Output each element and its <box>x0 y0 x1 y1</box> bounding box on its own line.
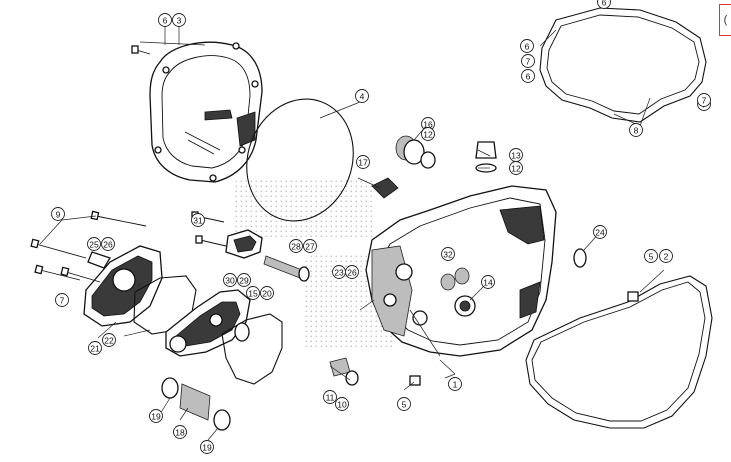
callout-c6b: 6 <box>597 0 611 9</box>
callout-c23: 23 <box>332 265 346 279</box>
callout-c7c: 7 <box>55 293 69 307</box>
callout-label: 12 <box>423 130 433 140</box>
callout-c3: 3 <box>172 13 186 27</box>
callout-label: 24 <box>595 228 605 238</box>
callout-label: 7 <box>60 296 65 306</box>
callout-c15: 15 <box>246 286 260 300</box>
thermostat-housing <box>225 229 263 259</box>
callout-c6d: 6 <box>521 69 535 83</box>
callout-c28: 28 <box>289 239 303 253</box>
callout-c8: 8 <box>629 123 643 137</box>
callout-c29: 29 <box>237 273 251 287</box>
callout-label: 16 <box>423 120 433 130</box>
callout-label: 19 <box>151 412 161 422</box>
callout-label: 23 <box>334 268 344 278</box>
water-pump-cover <box>83 245 163 327</box>
cover-o-ring <box>246 98 354 222</box>
callout-label: 8 <box>634 126 639 136</box>
callout-c7d: 7 <box>697 93 711 107</box>
callout-label: 22 <box>104 336 114 346</box>
bolts <box>30 45 227 283</box>
leader-lines <box>39 26 665 441</box>
callout-c19b: 19 <box>200 440 214 454</box>
part-callouts: 6341525667678925267212217161213122431282… <box>51 0 711 454</box>
callout-c27: 27 <box>303 239 317 253</box>
edge-tab[interactable]: ( <box>719 4 731 36</box>
callout-c4: 4 <box>355 89 369 103</box>
callout-label: 14 <box>483 278 493 288</box>
callout-label: 26 <box>103 240 113 250</box>
callout-label: 26 <box>347 268 357 278</box>
callout-label: 5 <box>649 252 654 262</box>
callout-c2: 2 <box>659 249 673 263</box>
valve-cover <box>371 177 399 199</box>
callout-label: 6 <box>163 16 168 26</box>
callout-label: 12 <box>511 164 521 174</box>
callout-label: 3 <box>177 16 182 26</box>
callout-label: 18 <box>175 428 185 438</box>
callout-label: 6 <box>525 42 530 52</box>
callout-label: 20 <box>262 289 272 299</box>
lower-pump-parts <box>161 377 231 431</box>
callout-label: 9 <box>56 210 61 220</box>
callout-c21: 21 <box>88 341 102 355</box>
callout-label: 28 <box>291 242 301 252</box>
callout-c30: 30 <box>223 273 237 287</box>
callout-c6a: 6 <box>158 13 172 27</box>
callout-c18: 18 <box>173 425 187 439</box>
callout-c24: 24 <box>593 225 607 239</box>
housing-gasket <box>221 313 283 385</box>
callout-label: 27 <box>305 242 315 252</box>
callout-label: 2 <box>664 252 669 262</box>
seals-and-bearings <box>234 135 639 386</box>
pump-shaft <box>263 255 310 282</box>
callout-c13: 13 <box>509 148 523 162</box>
callout-c7a: 7 <box>521 54 535 68</box>
callout-label: 15 <box>248 289 258 299</box>
callout-label: 19 <box>202 443 212 453</box>
callout-label: 32 <box>443 250 453 260</box>
callout-c32: 32 <box>441 247 455 261</box>
callout-label: 4 <box>360 92 365 102</box>
callout-c26b: 26 <box>345 265 359 279</box>
water-pump-housing <box>165 289 251 357</box>
callout-label: 1 <box>453 380 458 390</box>
callout-c10: 10 <box>335 397 349 411</box>
callout-c6c: 6 <box>520 39 534 53</box>
callout-c9: 9 <box>51 207 65 221</box>
callout-label: 21 <box>90 344 100 354</box>
inner-gasket <box>539 7 707 123</box>
callout-c19a: 19 <box>149 409 163 423</box>
callout-label: 13 <box>511 151 521 161</box>
callout-c1: 1 <box>448 377 462 391</box>
callout-label: 31 <box>193 216 203 226</box>
callout-label: 29 <box>239 276 249 286</box>
callout-label: 6 <box>526 72 531 82</box>
callout-c11: 11 <box>323 390 337 404</box>
callout-c12a: 12 <box>421 127 435 141</box>
callout-c17: 17 <box>356 155 370 169</box>
callout-c31: 31 <box>191 213 205 227</box>
callout-label: 7 <box>702 96 707 106</box>
callout-c5b: 5 <box>397 397 411 411</box>
sensor <box>329 357 359 386</box>
callout-label: 17 <box>358 158 368 168</box>
callout-c20: 20 <box>260 286 274 300</box>
callout-c26a: 26 <box>101 237 115 251</box>
callout-label: 25 <box>89 240 99 250</box>
outer-gasket <box>525 275 713 429</box>
callout-label: 5 <box>402 400 407 410</box>
callout-label: 7 <box>526 57 531 67</box>
callout-c14: 14 <box>481 275 495 289</box>
clutch-cover <box>149 41 263 183</box>
callout-label: 30 <box>225 276 235 286</box>
callout-c25: 25 <box>87 237 101 251</box>
callout-c22: 22 <box>102 333 116 347</box>
callout-label: 11 <box>326 393 335 403</box>
callout-c12b: 12 <box>509 161 523 175</box>
callout-label: 10 <box>337 400 347 410</box>
callout-label: 6 <box>602 0 607 8</box>
callout-c5a: 5 <box>644 249 658 263</box>
